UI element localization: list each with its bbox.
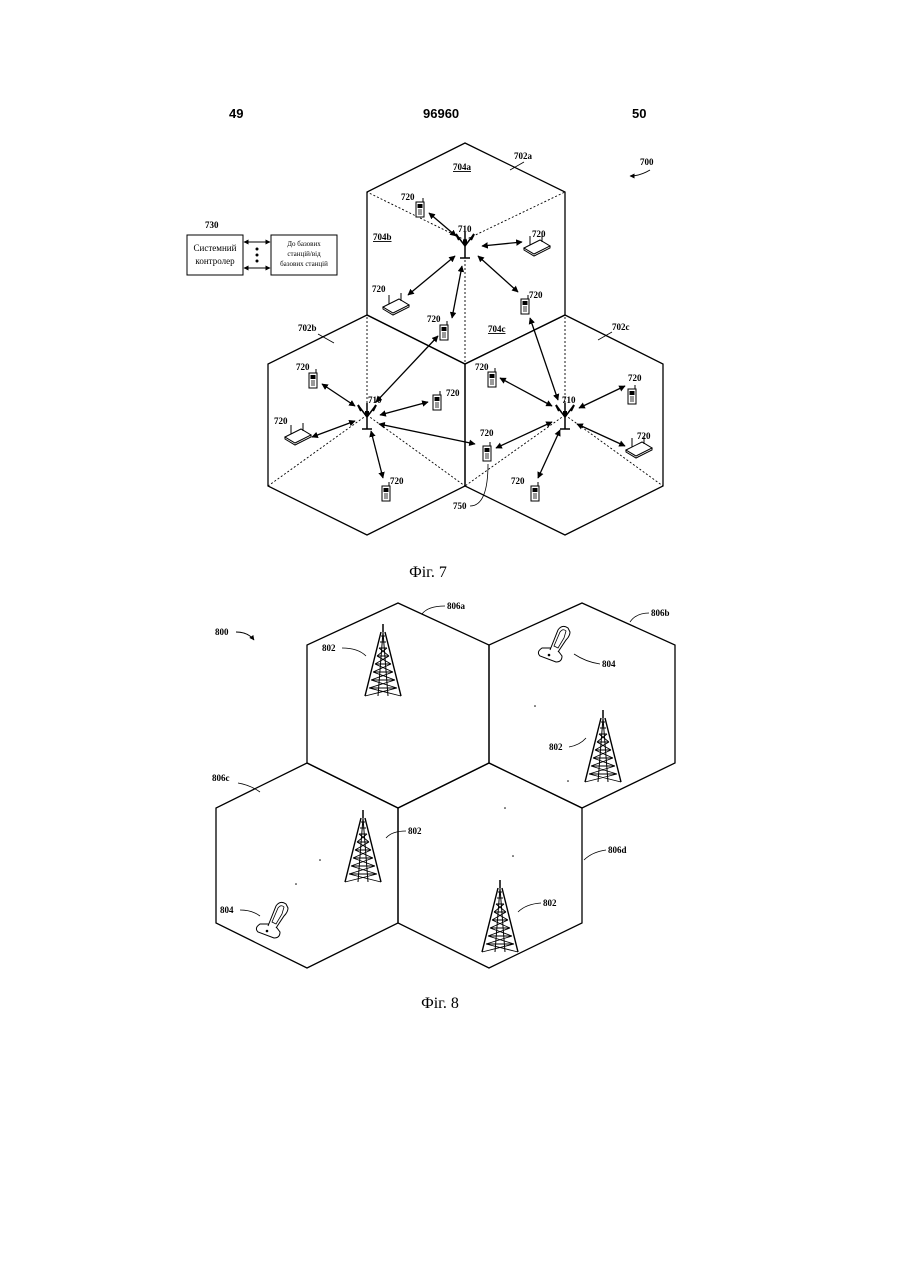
controller-links [244, 242, 270, 268]
label-806c: 806c [212, 773, 230, 783]
label-720: 720 [637, 431, 651, 441]
cell-806a [307, 603, 489, 808]
label-802-b: 802 [549, 742, 563, 752]
figure-8-caption: Фіг. 8 [421, 995, 459, 1012]
label-802-a: 802 [322, 643, 336, 653]
label-720: 720 [390, 476, 404, 486]
label-750: 750 [453, 501, 467, 511]
label-720: 720 [480, 428, 494, 438]
terminal-c1 [488, 368, 496, 387]
tower-806b [585, 710, 621, 782]
label-804-c: 804 [220, 905, 234, 915]
terminal-c4 [531, 482, 539, 501]
terminal-a4 [383, 293, 409, 315]
mobile-device-806c [256, 902, 288, 938]
label-720: 720 [529, 290, 543, 300]
label-710-c: 710 [562, 395, 576, 405]
label-720: 720 [446, 388, 460, 398]
label-806d: 806d [608, 845, 627, 855]
cell-806d [398, 763, 582, 968]
speckles [295, 705, 569, 885]
tower-806a [365, 624, 401, 696]
label-804-b: 804 [602, 659, 616, 669]
label-702c: 702c [612, 322, 630, 332]
stations-text-3: базових станцій [280, 260, 328, 268]
terminal-b4 [382, 482, 390, 501]
label-702a: 702a [514, 151, 533, 161]
label-704b: 704b [373, 232, 392, 242]
cell-806c [216, 763, 398, 968]
tower-806d [482, 880, 518, 952]
base-station-c [556, 403, 574, 429]
label-730: 730 [205, 220, 219, 230]
label-802-d: 802 [543, 898, 557, 908]
base-station-a [456, 232, 474, 258]
label-720: 720 [511, 476, 525, 486]
controller-text-2: контролер [195, 256, 235, 266]
base-station-b [358, 403, 376, 429]
label-720: 720 [475, 362, 489, 372]
terminal-c2 [628, 385, 636, 404]
stations-text-1: До базових [287, 240, 321, 248]
terminal-a3 [521, 295, 529, 314]
label-720: 720 [628, 373, 642, 383]
terminal-750 [483, 442, 491, 461]
figure-7: Системний контролер До базових станцій/в… [187, 143, 663, 581]
terminal-a1 [416, 198, 424, 217]
label-710-a: 710 [458, 224, 472, 234]
label-720: 720 [372, 284, 386, 294]
terminal-b3 [285, 423, 311, 445]
controller-text-1: Системний [194, 243, 237, 253]
tower-806c [345, 810, 381, 882]
label-800: 800 [215, 627, 229, 637]
label-720: 720 [427, 314, 441, 324]
label-710-b: 710 [368, 395, 382, 405]
label-704a: 704a [453, 162, 472, 172]
terminal-b1 [309, 369, 317, 388]
system-controller-box [187, 235, 243, 275]
wireless-links [312, 213, 625, 478]
cell-806b [489, 603, 675, 808]
label-700: 700 [640, 157, 654, 167]
label-720: 720 [532, 229, 546, 239]
label-802-c: 802 [408, 826, 422, 836]
label-720: 720 [296, 362, 310, 372]
label-704c: 704c [488, 324, 506, 334]
terminal-a5 [440, 321, 448, 340]
label-720: 720 [274, 416, 288, 426]
label-806a: 806a [447, 601, 466, 611]
figure-8: 800 806a 806b 806c 806d 802 802 802 802 … [212, 601, 675, 1012]
cell-702c [465, 315, 663, 535]
stations-text-2: станцій/від [287, 250, 321, 258]
mobile-device-806b [538, 626, 570, 662]
terminal-b2 [433, 391, 441, 410]
figure-7-caption: Фіг. 7 [409, 564, 447, 581]
label-702b: 702b [298, 323, 317, 333]
label-720: 720 [401, 192, 415, 202]
label-806b: 806b [651, 608, 670, 618]
